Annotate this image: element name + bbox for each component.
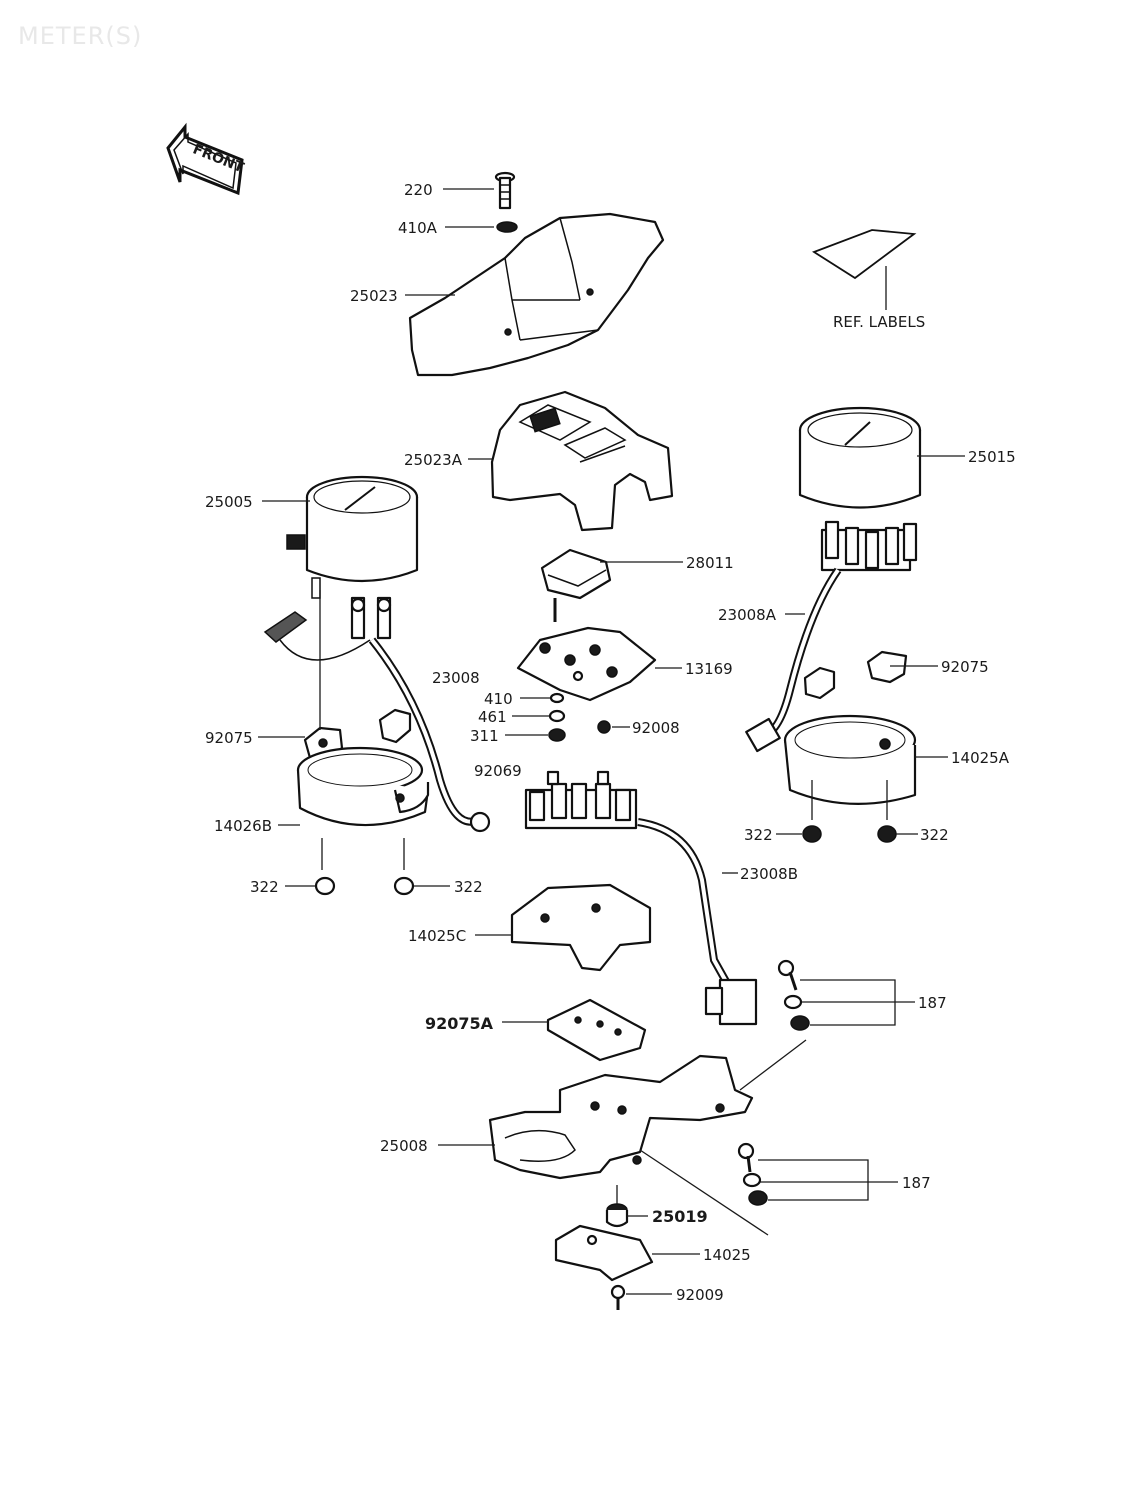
bracket-14025c xyxy=(510,883,652,972)
wiring-23008a xyxy=(745,567,842,753)
ref-labels-sheet xyxy=(811,229,917,310)
fasteners-187-top xyxy=(777,959,810,1031)
label-14025c: 14025C xyxy=(408,927,466,945)
label-14026b: 14026B xyxy=(214,817,272,835)
grommet-25019 xyxy=(605,1203,629,1228)
bracket-25008 xyxy=(488,1054,754,1180)
wiring-23008b xyxy=(637,818,758,1026)
screw-92009 xyxy=(610,1284,626,1310)
nut-322-rr xyxy=(877,825,897,843)
label-311: 311 xyxy=(470,727,499,745)
plate-13169 xyxy=(516,626,657,702)
cover-25023 xyxy=(408,212,665,377)
grommet-92075-right xyxy=(803,650,908,700)
label-14025: 14025 xyxy=(703,1246,751,1264)
pad-92075a xyxy=(546,998,647,1062)
label-92075-left: 92075 xyxy=(205,729,253,747)
label-461: 461 xyxy=(478,708,507,726)
label-92069: 92069 xyxy=(474,762,522,780)
label-322-rl: 322 xyxy=(744,826,773,844)
sockets-92069 xyxy=(524,770,638,830)
plate-14025 xyxy=(554,1224,654,1282)
label-13169: 13169 xyxy=(685,660,733,678)
label-14025a: 14025A xyxy=(951,749,1010,767)
label-25015: 25015 xyxy=(968,448,1016,466)
page-title: METER(S) xyxy=(18,22,143,50)
label-25005: 25005 xyxy=(205,493,253,511)
label-28011: 28011 xyxy=(686,554,734,572)
bracket-28011 xyxy=(540,548,612,622)
label-322-lr: 322 xyxy=(454,878,483,896)
meter-25015 xyxy=(798,406,922,572)
nut-322-lr xyxy=(393,876,415,896)
meter-25005 xyxy=(286,475,419,640)
cup-14025a xyxy=(783,714,917,805)
label-25023: 25023 xyxy=(350,287,398,305)
label-220: 220 xyxy=(404,181,433,199)
label-23008b: 23008B xyxy=(740,865,798,883)
label-23008: 23008 xyxy=(432,669,480,687)
housing-25023a xyxy=(490,390,674,532)
screw-220 xyxy=(494,171,516,210)
front-arrow-icon: FRONT xyxy=(166,122,246,196)
wiring-23008 xyxy=(263,611,491,833)
cup-14026b xyxy=(296,746,430,827)
washer-410 xyxy=(549,692,565,704)
label-92075-right: 92075 xyxy=(941,658,989,676)
label-25008: 25008 xyxy=(380,1137,428,1155)
washer-410a xyxy=(496,221,518,233)
label-25023a: 25023A xyxy=(404,451,463,469)
label-92075a: 92075A xyxy=(425,1014,494,1033)
label-187-bottom: 187 xyxy=(902,1174,931,1192)
nut-311 xyxy=(548,728,566,742)
label-410: 410 xyxy=(484,690,513,708)
nut-322-ll xyxy=(314,876,336,896)
label-23008a: 23008A xyxy=(718,606,777,624)
label-25019: 25019 xyxy=(652,1207,708,1226)
washer-461 xyxy=(548,709,566,723)
label-92008: 92008 xyxy=(632,719,680,737)
label-410a: 410A xyxy=(398,219,438,237)
label-ref-labels: REF. LABELS xyxy=(833,313,925,331)
label-187-top: 187 xyxy=(918,994,947,1012)
fasteners-187-bottom xyxy=(737,1142,768,1206)
label-322-rr: 322 xyxy=(920,826,949,844)
label-92009: 92009 xyxy=(676,1286,724,1304)
label-322-ll: 322 xyxy=(250,878,279,896)
screw-92008 xyxy=(597,720,611,734)
nut-322-rl xyxy=(802,825,822,843)
leader-lines xyxy=(258,188,965,1295)
